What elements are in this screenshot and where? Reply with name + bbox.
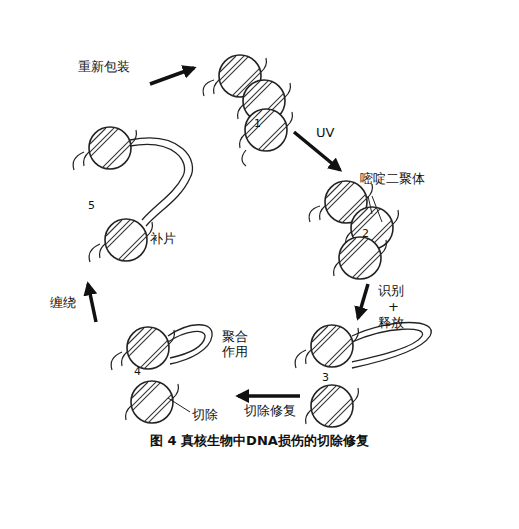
step-label: 缠绕 — [50, 296, 76, 311]
figure-caption: 图 4 真核生物中DNA损伤的切除修复 — [150, 432, 369, 450]
part-label: 嘧啶二聚体 — [360, 172, 425, 187]
part-label: 补片 — [150, 232, 176, 247]
step-label: 聚合作用 — [222, 330, 249, 360]
part-label: 切除 — [192, 408, 218, 423]
callout-number: 1 — [254, 118, 261, 131]
step-label: 切除修复 — [244, 404, 296, 419]
callout-number: 5 — [88, 200, 95, 213]
step-label: UV — [316, 126, 334, 141]
callout-number: 4 — [134, 366, 141, 379]
step-label: 识别 — [378, 284, 404, 299]
step-label: 释放 — [378, 316, 404, 331]
callout-number: 3 — [322, 372, 329, 385]
step-label: + — [388, 300, 399, 315]
step-label: 重新包装 — [78, 60, 130, 75]
callout-number: 2 — [362, 228, 369, 241]
